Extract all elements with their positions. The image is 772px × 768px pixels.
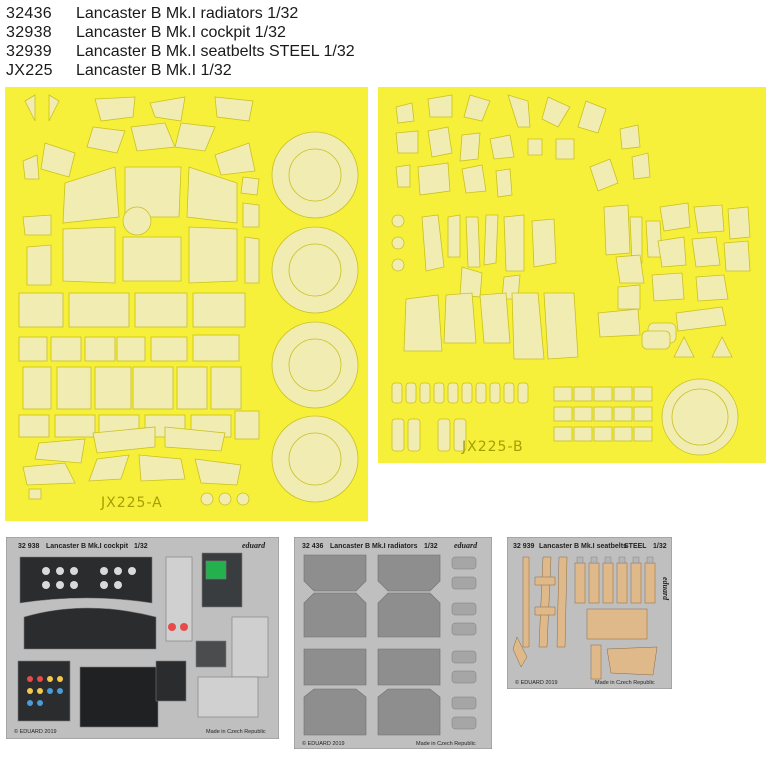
- product-row: 32938 Lancaster B Mk.I cockpit 1/32: [6, 23, 355, 42]
- mask-sheet-a-label: JX225-A: [100, 495, 163, 511]
- product-name: Lancaster B Mk.I seatbelts STEEL 1/32: [76, 42, 355, 60]
- cockpit-fret-brand: eduard: [242, 541, 266, 550]
- product-code: 32436: [6, 4, 52, 22]
- pe-fret-cockpit-graphic: 32 938 Lancaster B Mk.I cockpit 1/32 edu…: [6, 537, 279, 739]
- product-name: Lancaster B Mk.I radiators 1/32: [76, 4, 299, 22]
- seatbelts-fret-scale: 1/32: [653, 543, 667, 550]
- product-code: JX225: [6, 61, 53, 79]
- cockpit-fret-origin: Made in Czech Republic: [206, 729, 266, 735]
- mask-sheet-b-graphic: JX225-B: [378, 87, 766, 463]
- radiators-fret-scale: 1/32: [424, 543, 438, 550]
- radiators-fret-copyright: © EDUARD 2019: [302, 740, 345, 747]
- product-code: 32938: [6, 23, 52, 41]
- radiators-fret-brand: eduard: [454, 541, 478, 550]
- radiators-fret-code: 32 436: [302, 543, 324, 550]
- product-code: 32939: [6, 42, 52, 60]
- product-list: 32436 Lancaster B Mk.I radiators 1/32 32…: [6, 4, 355, 80]
- product-row: 32939 Lancaster B Mk.I seatbelts STEEL 1…: [6, 42, 355, 61]
- product-name: Lancaster B Mk.I 1/32: [76, 61, 232, 79]
- mask-sheet-a-graphic: JX225-A: [5, 87, 368, 521]
- radiators-fret-origin: Made in Czech Republic: [416, 741, 476, 747]
- mask-sheet-a: JX225-A: [5, 87, 368, 521]
- mask-sheet-b-label: JX225-B: [461, 439, 524, 455]
- cockpit-fret-code: 32 938: [18, 543, 40, 550]
- pe-fret-radiators-graphic: 32 436 Lancaster B Mk.I radiators 1/32 e…: [294, 537, 492, 749]
- seatbelts-fret-copyright: © EDUARD 2019: [515, 679, 558, 686]
- pe-fret-radiators: 32 436 Lancaster B Mk.I radiators 1/32 e…: [294, 537, 492, 749]
- product-name: Lancaster B Mk.I cockpit 1/32: [76, 23, 286, 41]
- pe-fret-cockpit: 32 938 Lancaster B Mk.I cockpit 1/32 edu…: [6, 537, 279, 739]
- radiators-fret-title: Lancaster B Mk.I radiators: [330, 543, 418, 550]
- mask-sheet-b: JX225-B: [378, 87, 766, 463]
- cockpit-fret-title: Lancaster B Mk.I cockpit: [46, 543, 129, 550]
- cockpit-fret-copyright: © EDUARD 2019: [14, 728, 57, 735]
- seatbelts-fret-origin: Made in Czech Republic: [595, 680, 655, 686]
- pe-fret-seatbelts: 32 939 Lancaster B Mk.I seatbelts STEEL …: [507, 537, 672, 689]
- seatbelts-fret-title: Lancaster B Mk.I seatbelts: [539, 543, 627, 550]
- product-row: JX225 Lancaster B Mk.I 1/32: [6, 61, 355, 80]
- seatbelts-fret-brand: eduard: [661, 577, 670, 601]
- cockpit-fret-scale: 1/32: [134, 543, 148, 550]
- pe-fret-seatbelts-graphic: 32 939 Lancaster B Mk.I seatbelts STEEL …: [507, 537, 672, 689]
- seatbelts-fret-code: 32 939: [513, 543, 535, 550]
- product-row: 32436 Lancaster B Mk.I radiators 1/32: [6, 4, 355, 23]
- seatbelts-fret-material: STEEL: [624, 543, 647, 550]
